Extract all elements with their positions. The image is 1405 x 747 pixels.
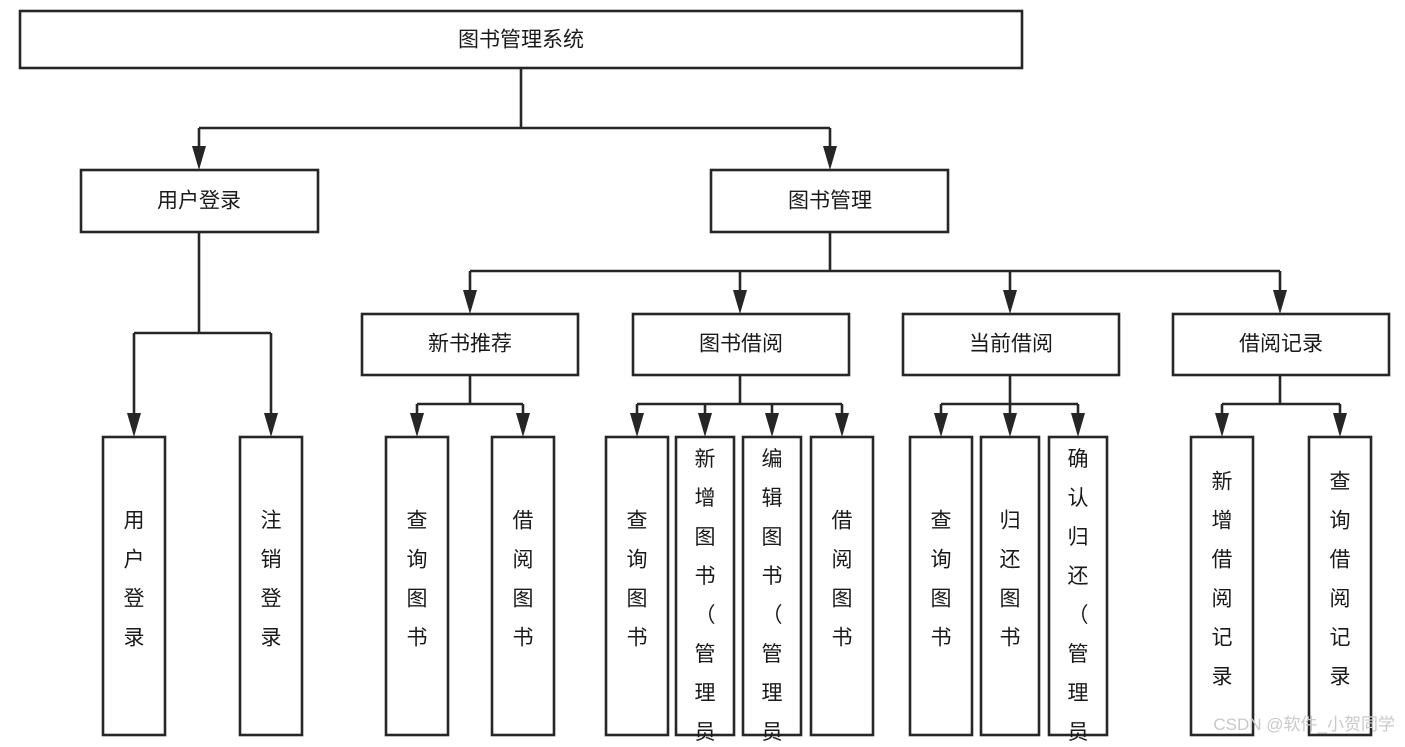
arrowhead-leaf-user-logout xyxy=(264,413,278,437)
node-leaf-query-book-1[interactable]: 查询图书 xyxy=(384,435,450,737)
arrowhead-leaf-add-book xyxy=(698,413,712,437)
arrowhead-leaf-borrow-book-2 xyxy=(835,413,849,437)
node-leaf-query-book-2-box[interactable] xyxy=(604,435,670,737)
node-leaf-query-book-1-box[interactable] xyxy=(384,435,450,737)
node-leaf-user-login[interactable]: 用户登录 xyxy=(101,435,167,737)
node-leaf-query-record[interactable]: 查询借阅记录 xyxy=(1307,435,1373,737)
node-borrow-record-label: 借阅记录 xyxy=(1239,333,1323,356)
node-leaf-query-book-3-box[interactable] xyxy=(908,435,974,737)
node-new-book-recommend-label: 新书推荐 xyxy=(428,333,512,356)
node-leaf-confirm-return-box[interactable] xyxy=(1047,435,1109,737)
node-new-book-recommend-box[interactable] xyxy=(360,312,580,377)
node-leaf-add-book[interactable]: 新增图书（管理员） xyxy=(674,435,736,747)
node-leaf-query-record-box[interactable] xyxy=(1307,435,1373,737)
arrowhead-book-manage xyxy=(823,146,837,170)
node-book-manage-box[interactable] xyxy=(709,168,950,234)
arrowhead-leaf-borrow-book-1 xyxy=(516,413,530,437)
node-current-borrow[interactable]: 当前借阅 xyxy=(901,312,1121,377)
node-leaf-user-login-label: 用户登录 xyxy=(124,510,145,650)
arrowhead-current-borrow xyxy=(1003,290,1017,314)
node-user-login[interactable]: 用户登录 xyxy=(79,168,320,234)
node-leaf-confirm-return[interactable]: 确认归还（管理员） xyxy=(1047,435,1109,747)
arrowhead-user-login xyxy=(192,146,206,170)
node-leaf-borrow-book-2-label: 借阅图书 xyxy=(832,510,853,650)
arrowhead-leaf-query-record xyxy=(1333,413,1347,437)
node-current-borrow-label: 当前借阅 xyxy=(969,333,1053,356)
node-leaf-query-book-2[interactable]: 查询图书 xyxy=(604,435,670,737)
node-leaf-user-logout-label: 注销登录 xyxy=(261,510,282,650)
node-root-box[interactable] xyxy=(18,9,1024,70)
node-root-label: 图书管理系统 xyxy=(458,29,584,52)
node-book-manage-label: 图书管理 xyxy=(788,190,872,213)
node-new-book-recommend[interactable]: 新书推荐 xyxy=(360,312,580,377)
arrowhead-book-borrow xyxy=(733,290,747,314)
node-leaf-add-record-label: 新增借阅记录 xyxy=(1212,471,1233,689)
node-leaf-user-logout-box[interactable] xyxy=(238,435,304,737)
node-current-borrow-box[interactable] xyxy=(901,312,1121,377)
node-user-login-box[interactable] xyxy=(79,168,320,234)
node-borrow-record-box[interactable] xyxy=(1171,312,1391,377)
arrowhead-new-book-recommend xyxy=(463,290,477,314)
node-leaf-borrow-book-1-box[interactable] xyxy=(490,435,556,737)
node-leaf-user-login-box[interactable] xyxy=(101,435,167,737)
node-root[interactable]: 图书管理系统 xyxy=(18,9,1024,70)
node-book-borrow[interactable]: 图书借阅 xyxy=(631,312,851,377)
arrowhead-leaf-query-book-3 xyxy=(934,413,948,437)
node-leaf-return-book-label: 归还图书 xyxy=(1000,510,1021,650)
node-book-borrow-label: 图书借阅 xyxy=(699,333,783,356)
node-leaf-user-logout[interactable]: 注销登录 xyxy=(238,435,304,737)
node-leaf-borrow-book-1-label: 借阅图书 xyxy=(513,510,534,650)
node-leaf-return-book[interactable]: 归还图书 xyxy=(979,435,1041,737)
node-book-manage[interactable]: 图书管理 xyxy=(709,168,950,234)
arrowhead-leaf-query-book-1 xyxy=(410,413,424,437)
arrowhead-leaf-query-book-2 xyxy=(630,413,644,437)
arrowhead-borrow-record xyxy=(1273,290,1287,314)
arrowhead-leaf-add-record xyxy=(1215,413,1229,437)
node-leaf-borrow-book-2[interactable]: 借阅图书 xyxy=(809,435,875,737)
arrowhead-leaf-return-book xyxy=(1003,413,1017,437)
node-user-login-label: 用户登录 xyxy=(157,190,241,213)
node-leaf-query-book-1-label: 查询图书 xyxy=(407,510,428,650)
node-leaf-query-book-3[interactable]: 查询图书 xyxy=(908,435,974,737)
connector-layer xyxy=(127,68,1347,437)
node-leaf-add-record-box[interactable] xyxy=(1189,435,1255,737)
node-leaf-add-book-box[interactable] xyxy=(674,435,736,737)
arrowhead-leaf-user-login xyxy=(127,413,141,437)
node-leaf-return-book-box[interactable] xyxy=(979,435,1041,737)
node-book-borrow-box[interactable] xyxy=(631,312,851,377)
node-leaf-confirm-return-label: 确认归还（管理员） xyxy=(1068,448,1089,747)
node-leaf-edit-book-label: 编辑图书（管理员） xyxy=(762,448,783,747)
node-leaf-add-book-label: 新增图书（管理员） xyxy=(695,448,716,747)
node-leaf-add-record[interactable]: 新增借阅记录 xyxy=(1189,435,1255,737)
csdn-watermark: CSDN @软件_小贺同学 xyxy=(1213,715,1395,734)
node-borrow-record[interactable]: 借阅记录 xyxy=(1171,312,1391,377)
node-leaf-query-record-label: 查询借阅记录 xyxy=(1330,471,1351,689)
node-leaf-query-book-3-label: 查询图书 xyxy=(931,510,952,650)
node-leaf-query-book-2-label: 查询图书 xyxy=(627,510,648,650)
node-leaf-borrow-book-1[interactable]: 借阅图书 xyxy=(490,435,556,737)
node-leaf-edit-book[interactable]: 编辑图书（管理员） xyxy=(741,435,803,747)
node-leaf-edit-book-box[interactable] xyxy=(741,435,803,737)
node-leaf-borrow-book-2-box[interactable] xyxy=(809,435,875,737)
arrowhead-leaf-edit-book xyxy=(765,413,779,437)
arrowhead-leaf-confirm-return xyxy=(1071,413,1085,437)
